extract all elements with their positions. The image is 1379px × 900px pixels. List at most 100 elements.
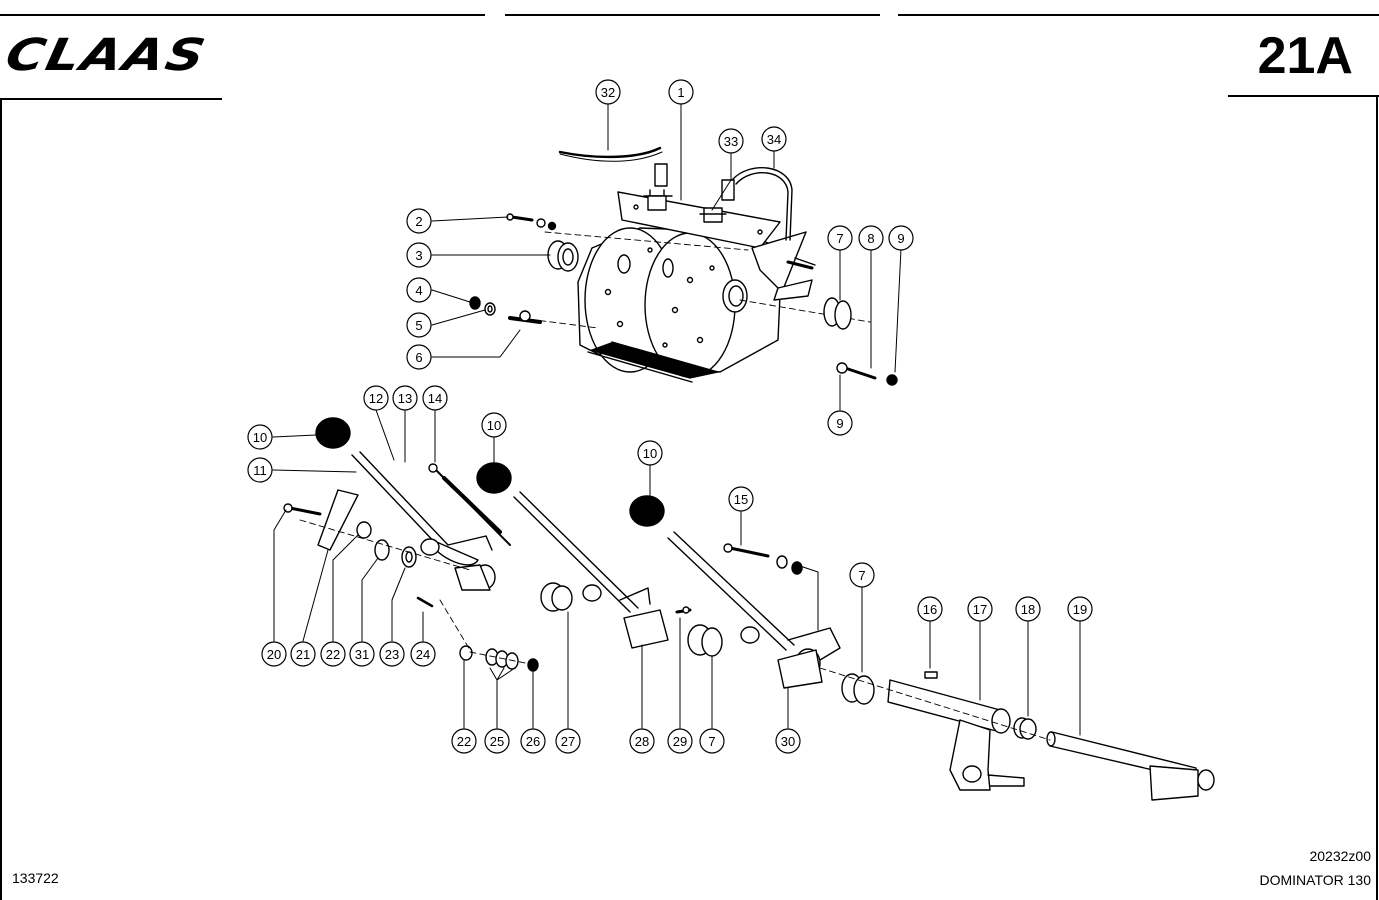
callout-26: 26 — [520, 728, 546, 754]
callout-14: 14 — [422, 385, 448, 411]
callout-10: 10 — [481, 412, 507, 438]
callout-label: 22 — [457, 734, 471, 749]
callout-label: 13 — [398, 391, 412, 406]
header-rule-left — [0, 14, 485, 16]
callout-circle — [406, 277, 432, 303]
callout-label: 7 — [708, 734, 715, 749]
callout-label: 32 — [601, 85, 615, 100]
callout-circle — [484, 728, 510, 754]
callout-4: 4 — [406, 277, 432, 303]
callout-circle — [718, 128, 744, 154]
callout-25: 25 — [484, 728, 510, 754]
callout-10: 10 — [637, 440, 663, 466]
control-housing — [519, 191, 871, 383]
callout-circle — [1015, 596, 1041, 622]
logo-underline — [0, 98, 222, 100]
callout-18: 18 — [1015, 596, 1041, 622]
callout-label: 21 — [296, 647, 310, 662]
callout-label: 15 — [734, 492, 748, 507]
callout-33: 33 — [718, 128, 744, 154]
callout-circle — [888, 225, 914, 251]
callout-circle — [667, 728, 693, 754]
page-number-underline — [1228, 95, 1379, 97]
right-border — [1376, 95, 1378, 900]
callout-label: 6 — [415, 350, 422, 365]
callout-label: 5 — [415, 318, 422, 333]
callout-7: 7 — [827, 225, 853, 251]
callout-24: 24 — [410, 641, 436, 667]
callout-circle — [379, 641, 405, 667]
callout-34: 34 — [761, 126, 787, 152]
callout-circle — [247, 424, 273, 450]
callout-12: 12 — [363, 385, 389, 411]
callout-20: 20 — [261, 641, 287, 667]
callout-32: 32 — [595, 79, 621, 105]
callout-circle — [699, 728, 725, 754]
callout-circle — [320, 641, 346, 667]
callout-19: 19 — [1067, 596, 1093, 622]
callout-8: 8 — [858, 225, 884, 251]
callout-circle — [775, 728, 801, 754]
page-number: 21A — [1257, 27, 1353, 85]
callout-label: 30 — [781, 734, 795, 749]
callout-label: 24 — [416, 647, 430, 662]
drawing-code: 20232z00 — [1309, 848, 1371, 864]
callout-3: 3 — [406, 242, 432, 268]
callout-circle — [363, 385, 389, 411]
callout-circle — [406, 312, 432, 338]
callout-circle — [917, 596, 943, 622]
callout-label: 28 — [635, 734, 649, 749]
callout-1: 1 — [668, 79, 694, 105]
leader-lines — [272, 102, 1081, 736]
callout-circle — [406, 242, 432, 268]
callout-circle — [406, 208, 432, 234]
callout-label: 11 — [253, 463, 267, 478]
callout-label: 22 — [326, 647, 340, 662]
callout-label: 2 — [415, 214, 422, 229]
callout-label: 9 — [897, 231, 904, 246]
callout-label: 29 — [673, 734, 687, 749]
callout-9: 9 — [827, 410, 853, 436]
callout-circle — [247, 457, 273, 483]
callout-circle — [761, 126, 787, 152]
callout-6: 6 — [406, 344, 432, 370]
callout-circle — [349, 641, 375, 667]
callout-label: 16 — [923, 602, 937, 617]
hydraulic-fittings — [558, 146, 814, 270]
callout-31: 31 — [349, 641, 375, 667]
left-border — [0, 98, 2, 900]
callout-circle — [481, 412, 507, 438]
callout-17: 17 — [967, 596, 993, 622]
callout-5: 5 — [406, 312, 432, 338]
sheet-id: 133722 — [12, 870, 59, 886]
header-rule-mid — [505, 14, 880, 16]
callout-22: 22 — [320, 641, 346, 667]
callout-label: 10 — [253, 430, 267, 445]
callout-circle — [637, 440, 663, 466]
callout-27: 27 — [555, 728, 581, 754]
callout-11: 11 — [247, 457, 273, 483]
model-name: DOMINATOR 130 — [1259, 872, 1371, 888]
header-rule-right — [898, 14, 1379, 16]
upper-small-parts — [469, 213, 898, 386]
callout-label: 20 — [267, 647, 281, 662]
callout-10: 10 — [247, 424, 273, 450]
callout-23: 23 — [379, 641, 405, 667]
callout-21: 21 — [290, 641, 316, 667]
callout-circle — [849, 562, 875, 588]
callout-label: 3 — [415, 248, 422, 263]
callout-label: 8 — [867, 231, 874, 246]
callout-label: 26 — [526, 734, 540, 749]
callout-label: 23 — [385, 647, 399, 662]
lever-assembly — [283, 417, 1215, 801]
callout-label: 4 — [415, 283, 422, 298]
callout-7: 7 — [849, 562, 875, 588]
callout-label: 31 — [355, 647, 369, 662]
callout-label: 14 — [428, 391, 442, 406]
callout-circle — [261, 641, 287, 667]
callout-label: 7 — [858, 568, 865, 583]
callout-label: 9 — [836, 416, 843, 431]
